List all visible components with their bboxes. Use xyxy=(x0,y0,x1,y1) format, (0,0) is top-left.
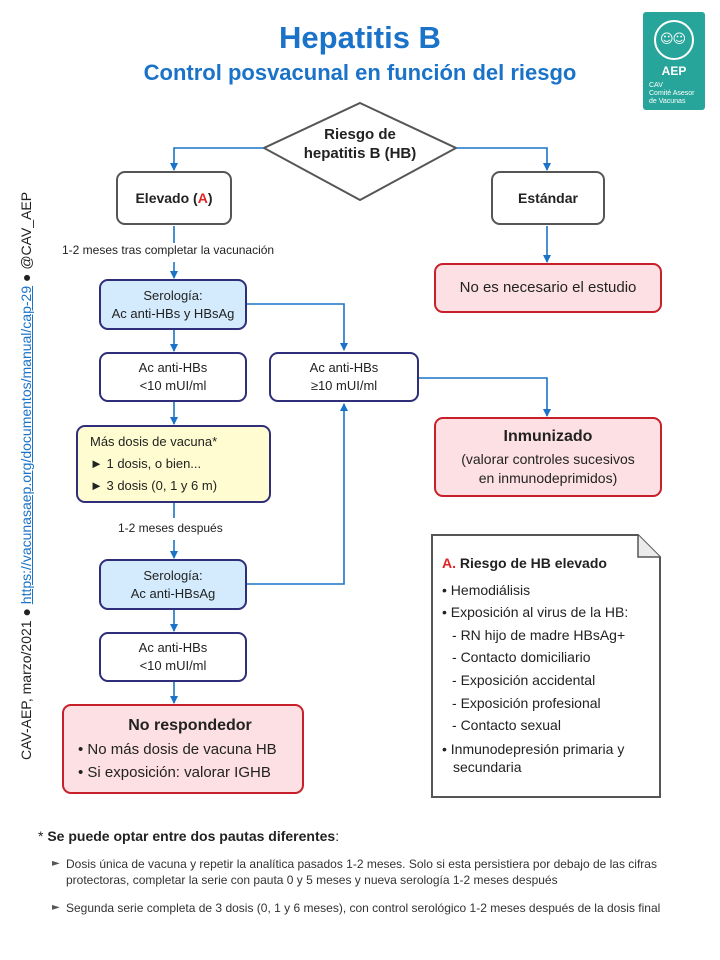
serology1-box: Serología: Ac anti-HBs y HBsAg xyxy=(99,279,247,330)
note-marker: A. xyxy=(442,555,456,571)
serology2-box: Serología: Ac anti-HBsAg xyxy=(99,559,247,610)
page-title: Hepatitis B xyxy=(279,20,441,55)
page-subtitle: Control posvacunal en función del riesgo xyxy=(143,60,577,85)
elevated-risk-box: Elevado (A) xyxy=(116,171,232,225)
risk-marker: A xyxy=(197,190,208,206)
arrow-high-to-immunized xyxy=(418,377,551,417)
note-fold xyxy=(637,535,660,558)
not-needed-box: No es necesario el estudio xyxy=(434,263,662,313)
aep-logo: ☺☺ AEP CAV Comité Asesor de Vacunas xyxy=(643,12,705,110)
after-months-label: 1-2 meses después xyxy=(118,521,223,535)
decision-diamond xyxy=(261,101,459,202)
more-doses-box: Más dosis de vacuna* ► 1 dosis, o bien..… xyxy=(76,425,271,503)
logo-caption: CAV Comité Asesor de Vacunas xyxy=(649,82,695,105)
footnote-item-2: Segunda serie completa de 3 dosis (0, 1 … xyxy=(52,900,664,916)
arrow-serology1-to-high xyxy=(246,303,348,351)
immunized-box: Inmunizado (valorar controles sucesivos … xyxy=(434,417,662,497)
after-vaccination-label: 1-2 meses tras completar la vacunación xyxy=(62,243,275,257)
low-antibody-box-1: Ac anti-HBs <10 mUI/ml xyxy=(99,352,247,402)
logo-name: AEP xyxy=(661,64,687,78)
arrow-to-standard xyxy=(456,147,551,171)
low-antibody-box-2: Ac anti-HBs <10 mUI/ml xyxy=(99,632,247,682)
note-subitem: Contacto sexual xyxy=(442,714,652,737)
decision-label: Riesgo de hepatitis B (HB) xyxy=(303,126,417,162)
note-item: Exposición al virus de la HB: xyxy=(442,601,652,624)
footnote-item-1: Dosis única de vacuna y repetir la analí… xyxy=(52,856,664,888)
risk-note: A. Riesgo de HB elevado Hemodiálisis Exp… xyxy=(442,552,652,776)
note-subitem: Exposición accidental xyxy=(442,669,652,692)
note-subitem: Exposición profesional xyxy=(442,692,652,715)
logo-emblem-icon xyxy=(654,20,694,60)
arrow-serology2-to-high xyxy=(246,403,348,585)
note-item: Hemodiálisis xyxy=(442,579,652,602)
non-responder-box: No respondedor • No más dosis de vacuna … xyxy=(62,704,304,794)
standard-risk-box: Estándar xyxy=(491,171,605,225)
arrow-to-elevated xyxy=(170,147,264,171)
logo-family-icon: ☺☺ xyxy=(660,32,686,47)
note-item: Inmunodepresión primaria y secundaria xyxy=(442,740,652,776)
note-subitem: Contacto domiciliario xyxy=(442,646,652,669)
note-subitem: RN hijo de madre HBsAg+ xyxy=(442,624,652,647)
footnote-heading: * Se puede optar entre dos pautas difere… xyxy=(38,828,340,844)
high-antibody-box: Ac anti-HBs ≥10 mUI/ml xyxy=(269,352,419,402)
